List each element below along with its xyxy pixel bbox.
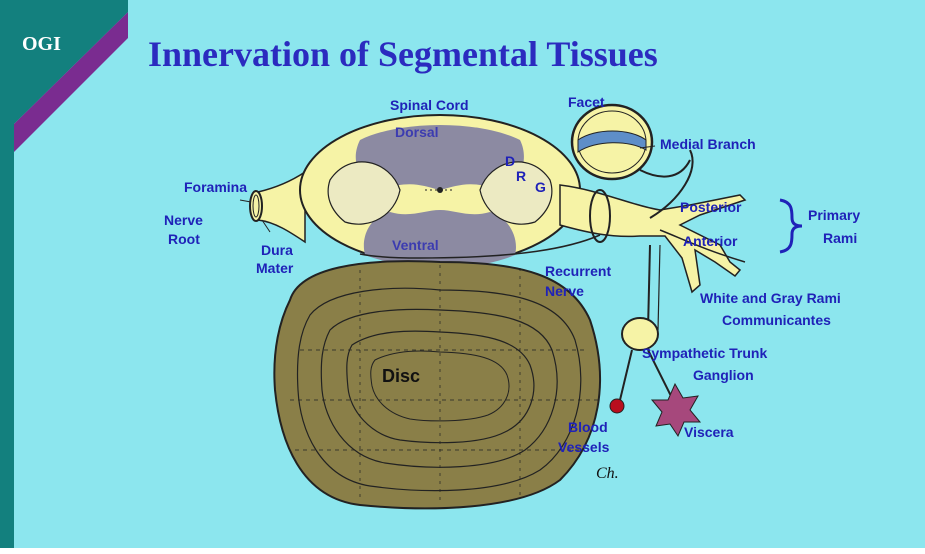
label-recurrent: Recurrent [545,263,611,279]
label-root: Root [168,231,200,247]
label-sympathetic-trunk: Sympathetic Trunk [642,345,767,361]
artist-signature: Ch. [596,465,619,482]
label-drg-g: G [535,179,546,195]
label-vessels: Vessels [558,439,610,455]
label-primary: Primary [808,207,860,223]
label-anterior: Anterior [683,233,738,249]
label-blood: Blood [568,419,608,435]
label-viscera: Viscera [684,424,734,440]
label-recurrent-nerve: Nerve [545,283,584,299]
label-posterior: Posterior [680,199,742,215]
label-dura: Dura [261,242,293,258]
slide-title: Innervation of Segmental Tissues [148,34,658,74]
label-mater: Mater [256,260,294,276]
blood-vessel-dot [610,399,624,413]
label-communicantes: Communicantes [722,312,831,328]
logo-text: OGI [22,33,61,55]
label-disc: Disc [382,366,420,386]
label-medial-branch: Medial Branch [660,136,756,152]
label-ventral: Ventral [392,237,439,253]
label-facet: Facet [568,94,605,110]
label-nerve: Nerve [164,212,203,228]
label-rami: Rami [823,230,857,246]
label-drg-r: R [516,168,526,184]
label-drg-d: D [505,153,515,169]
label-dorsal: Dorsal [395,124,439,140]
label-white-gray-rami: White and Gray Rami [700,290,841,306]
label-spinal-cord: Spinal Cord [390,97,469,113]
label-foramina: Foramina [184,179,247,195]
label-ganglion: Ganglion [693,367,754,383]
slide-bottom-margin [0,548,925,554]
